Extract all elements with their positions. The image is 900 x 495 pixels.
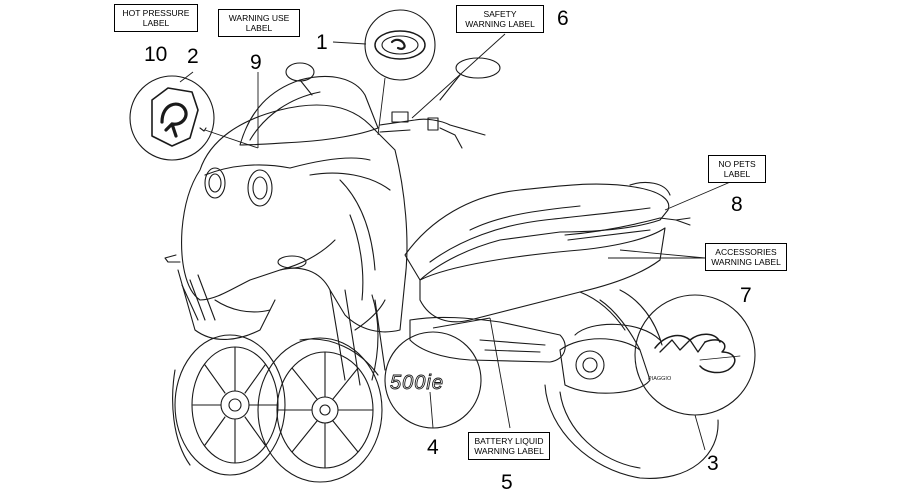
front-left-wheel bbox=[172, 334, 286, 476]
callout-number-10: 10 bbox=[144, 43, 168, 66]
callout-number-7: 7 bbox=[740, 284, 752, 307]
handlebar bbox=[379, 111, 486, 149]
accessories-warning-label-box: ACCESSORIES WARNING LABEL bbox=[705, 243, 787, 271]
front-shield bbox=[181, 104, 408, 333]
safety-warning-label-line1: SAFETY bbox=[483, 9, 517, 19]
callout-number-2: 2 bbox=[187, 45, 199, 68]
no-pets-label-line1: NO PETS bbox=[718, 159, 756, 169]
rear-wheel bbox=[544, 323, 719, 479]
hot-pressure-label-box: HOT PRESSURE LABEL bbox=[114, 4, 198, 32]
headlights bbox=[204, 167, 307, 269]
warning-use-label-line1: WARNING USE bbox=[228, 13, 290, 23]
warning-use-label-line2: LABEL bbox=[245, 23, 273, 33]
tail-body bbox=[419, 217, 691, 331]
emblem-decal-circle bbox=[364, 9, 436, 81]
callout-number-3: 3 bbox=[707, 452, 719, 475]
battery-liquid-label-line1: BATTERY LIQUID bbox=[474, 436, 544, 446]
hot-pressure-label-line2: LABEL bbox=[142, 18, 170, 28]
front-grille bbox=[164, 254, 276, 341]
callout-number-8: 8 bbox=[731, 193, 743, 216]
model-badge-text: 500ie bbox=[390, 372, 444, 394]
footboard bbox=[409, 316, 566, 363]
no-pets-label-box: NO PETS LABEL bbox=[708, 155, 766, 183]
warning-use-label-box: WARNING USE LABEL bbox=[218, 9, 300, 37]
callout-number-6: 6 bbox=[557, 7, 569, 30]
seat bbox=[404, 181, 671, 281]
mirrors bbox=[285, 57, 501, 101]
safety-warning-label-line2: WARNING LABEL bbox=[465, 19, 535, 29]
accessories-warning-label-line1: ACCESSORIES bbox=[715, 247, 777, 257]
callout-number-1: 1 bbox=[316, 31, 328, 54]
brand-small-text: PIAGGIO bbox=[648, 376, 672, 382]
front-right-wheel bbox=[257, 337, 383, 483]
safety-warning-label-box: SAFETY WARNING LABEL bbox=[456, 5, 544, 33]
callout-number-9: 9 bbox=[250, 51, 262, 74]
no-pets-label-line2: LABEL bbox=[723, 169, 751, 179]
rear-engine-unit bbox=[559, 289, 663, 394]
callout-number-5: 5 bbox=[501, 471, 513, 494]
hot-pressure-decal-circle bbox=[129, 75, 215, 161]
callout-number-4: 4 bbox=[427, 436, 439, 459]
battery-liquid-label-box: BATTERY LIQUID WARNING LABEL bbox=[468, 432, 550, 460]
accessories-warning-label-line2: WARNING LABEL bbox=[711, 257, 781, 267]
leader-lines bbox=[179, 33, 736, 451]
hot-pressure-label-line1: HOT PRESSURE bbox=[122, 8, 190, 18]
windscreen bbox=[239, 76, 379, 146]
battery-liquid-label-line2: WARNING LABEL bbox=[474, 446, 544, 456]
mp3-decal-circle bbox=[634, 294, 756, 416]
